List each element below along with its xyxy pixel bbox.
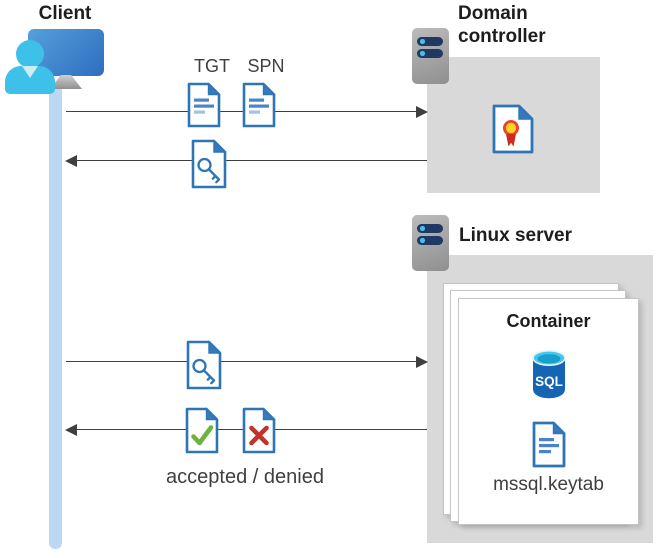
- spn-ticket-document-icon: [242, 82, 276, 128]
- keytab-label: mssql.keytab: [493, 474, 604, 495]
- domain-controller-server-icon: [412, 28, 449, 84]
- denied-document-icon: [242, 407, 276, 454]
- sql-badge-text: SQL: [535, 374, 563, 389]
- container-card: Container SQL mssql.keytab: [458, 298, 639, 525]
- accepted-denied-label: accepted / denied: [166, 466, 324, 488]
- arrow-linux-to-client-head: [65, 424, 77, 436]
- accepted-document-icon: [185, 407, 219, 454]
- linux-server-label: Linux server: [459, 225, 572, 246]
- arrow-dc-to-client: [77, 160, 427, 161]
- client-user-icon: [0, 0, 120, 100]
- spn-label: SPN: [247, 56, 285, 76]
- certificate-icon: [492, 104, 534, 154]
- key-document-icon: [191, 139, 227, 189]
- keytab-document-icon: [532, 421, 566, 468]
- tgt-label: TGT: [194, 56, 230, 76]
- arrow-dc-to-client-head: [65, 155, 77, 167]
- client-label: Client: [38, 3, 92, 24]
- container-label: Container: [506, 311, 591, 331]
- arrow-client-to-dc: [66, 111, 418, 112]
- arrow-client-to-linux: [66, 361, 418, 362]
- arrow-client-to-linux-head: [416, 356, 428, 368]
- client-lifeline: [49, 87, 62, 549]
- arrow-client-to-dc-head: [416, 106, 428, 118]
- linux-server-server-icon: [412, 215, 449, 271]
- sql-database-icon: SQL: [531, 350, 566, 399]
- person-head-icon: [16, 40, 44, 68]
- tgt-ticket-document-icon: [187, 82, 221, 128]
- domain-controller-label: Domain controller: [458, 3, 546, 47]
- key-document-icon-2: [186, 340, 222, 390]
- person-collar: [22, 66, 38, 78]
